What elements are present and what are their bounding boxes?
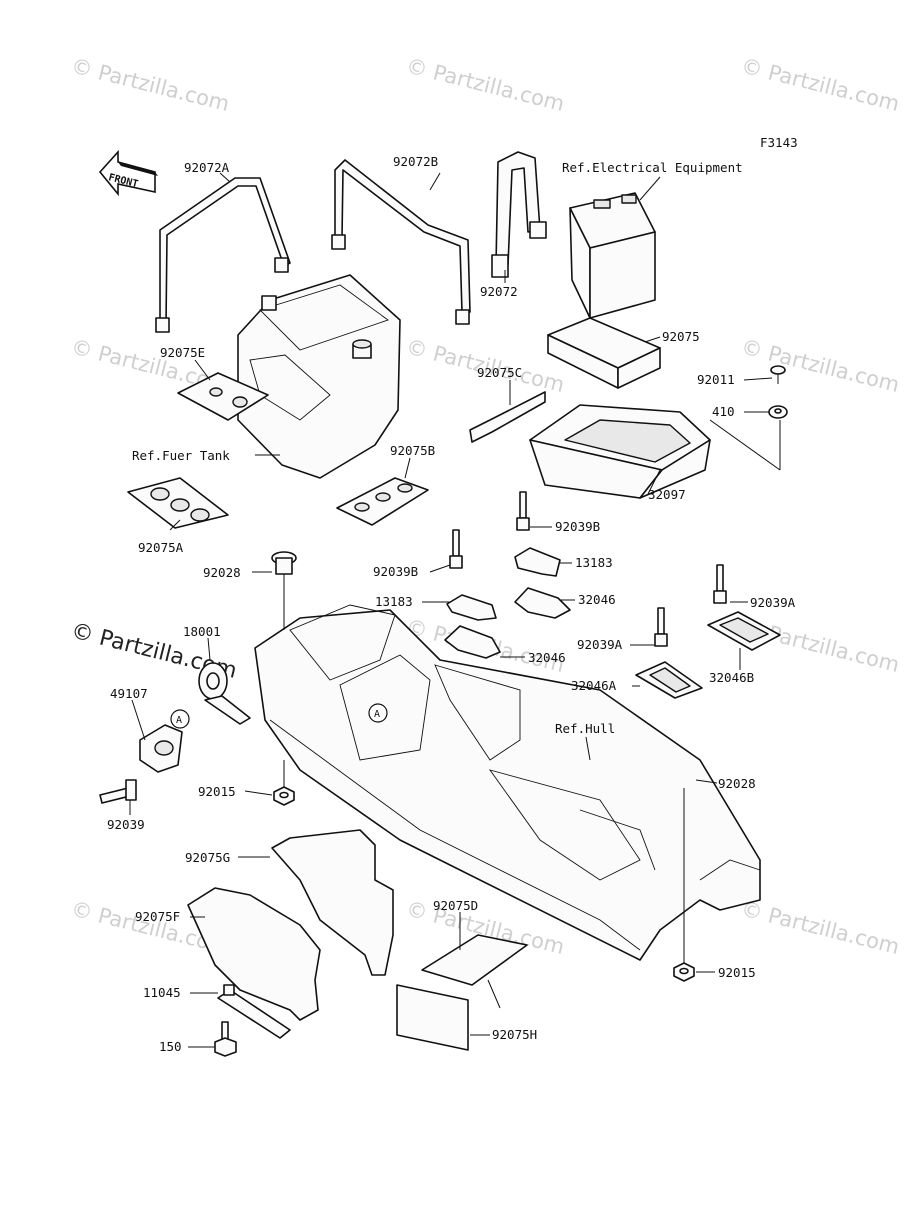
label-92039: 92039 [107, 817, 145, 832]
fuel-tank [237, 274, 401, 479]
key-18001 [198, 662, 251, 725]
battery-icon [569, 192, 656, 319]
nut-92015 [273, 786, 295, 806]
label-92039A: 92039A [750, 595, 796, 610]
lanyard-holder-49107 [139, 724, 183, 773]
label-92075F: 92075F [135, 909, 180, 924]
washer-410 [768, 405, 788, 419]
label-92028: 92028 [718, 776, 756, 791]
watermark: © Partzilla.com [739, 335, 902, 397]
label-92072B: 92072B [393, 154, 438, 169]
screw-92011 [770, 365, 786, 384]
label-92015: 92015 [198, 784, 236, 799]
svg-text:A: A [374, 709, 380, 720]
tray-92075 [547, 317, 661, 389]
bolt-92039A [713, 564, 727, 604]
strap-92072B [331, 159, 471, 325]
pad-92075D [421, 934, 528, 986]
plug-92028 [271, 551, 297, 575]
watermark: © Partzilla.com [739, 54, 902, 116]
leader-lines [129, 172, 781, 1048]
label-92039A: 92039A [577, 637, 623, 652]
watermark: © Partzilla.com [739, 615, 902, 677]
label-13183: 13183 [575, 555, 613, 570]
label-410: 410 [712, 404, 735, 419]
bracket-32046 [514, 587, 571, 619]
label-92072A: 92072A [184, 160, 230, 175]
label-32046B: 32046B [709, 670, 754, 685]
callout-a: A [170, 709, 190, 729]
watermark: © Partzilla.com [739, 897, 902, 959]
cover-92075F [187, 887, 321, 1021]
bracket-32046A [635, 661, 703, 699]
label-49107: 49107 [110, 686, 148, 701]
label-ref-fuel-tank: Ref.Fuer Tank [132, 448, 230, 463]
label-150: 150 [159, 1039, 182, 1054]
pad-92075E [177, 372, 269, 421]
bracket-32046B [707, 611, 781, 651]
part-labels: 92072A 92072B 92072 Ref.Electrical Equip… [107, 154, 796, 1054]
label-92075C: 92075C [477, 365, 522, 380]
pad-92075C [469, 391, 546, 443]
label-92075D: 92075D [433, 898, 478, 913]
watermark: © Partzilla.com [69, 54, 232, 116]
label-32046: 32046 [578, 592, 616, 607]
label-ref-electrical: Ref.Electrical Equipment [562, 160, 743, 175]
label-92075A: 92075A [138, 540, 184, 555]
front-arrow-icon: FRONT [98, 149, 158, 197]
hull [254, 604, 761, 961]
battery-case-32097 [529, 404, 711, 499]
label-92075B: 92075B [390, 443, 435, 458]
label-92075H: 92075H [492, 1027, 537, 1042]
bolt-92039A [654, 607, 668, 647]
label-92075: 92075 [662, 329, 700, 344]
cover-92075G [271, 829, 394, 976]
label-92015: 92015 [718, 965, 756, 980]
bolt-150 [214, 1021, 237, 1057]
strap-92072 [491, 151, 547, 278]
label-ref-hull: Ref.Hull [555, 721, 615, 736]
label-11045: 11045 [143, 985, 181, 1000]
svg-text:A: A [176, 715, 182, 726]
bracket-32046 [444, 625, 501, 659]
label-18001: 18001 [183, 624, 221, 639]
label-92072: 92072 [480, 284, 518, 299]
diagram-code: F3143 [760, 135, 798, 150]
label-92075G: 92075G [185, 850, 230, 865]
pad-92075B [336, 477, 429, 526]
label-92039B: 92039B [373, 564, 418, 579]
bolt-92039B [449, 529, 463, 569]
bolt-92039 [99, 779, 137, 804]
bracket-13183 [514, 547, 561, 577]
callout-a: A [368, 703, 388, 723]
label-92028: 92028 [203, 565, 241, 580]
strap-92072A [155, 177, 291, 333]
pad-92075A [127, 477, 229, 529]
label-32046A: 32046A [571, 678, 617, 693]
nut-92015 [673, 962, 695, 982]
label-92075E: 92075E [160, 345, 205, 360]
bracket-13183 [446, 594, 497, 621]
label-92011: 92011 [697, 372, 735, 387]
clamp-11045 [217, 984, 291, 1039]
label-13183: 13183 [375, 594, 413, 609]
label-32097: 32097 [648, 487, 686, 502]
watermark: © Partzilla.com [404, 54, 567, 116]
pad-92075H [396, 984, 469, 1051]
label-92039B: 92039B [555, 519, 600, 534]
label-32046: 32046 [528, 650, 566, 665]
bolt-92039B [516, 491, 530, 531]
